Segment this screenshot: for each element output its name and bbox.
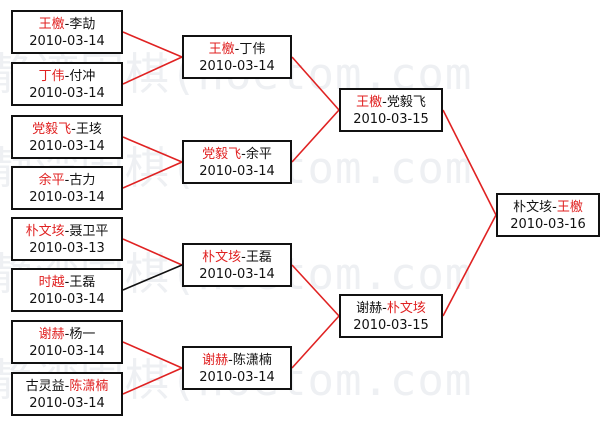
player-1-name: 王檄 bbox=[38, 17, 65, 32]
match-players: 丁伟-付冲 bbox=[38, 69, 96, 84]
player-1-name: 党毅飞 bbox=[202, 147, 242, 162]
final-match-box[interactable]: 朴文垓-王檄 2010-03-16 bbox=[496, 193, 600, 237]
match-players: 党毅飞-王垓 bbox=[32, 122, 102, 137]
winner-link-line bbox=[122, 238, 183, 266]
winner-link-line bbox=[122, 136, 183, 163]
player-2-name: 杨一 bbox=[69, 327, 96, 342]
match-players: 王檄-丁伟 bbox=[208, 42, 266, 57]
match-box[interactable]: 朴文垓-聂卫平 2010-03-13 bbox=[11, 217, 123, 261]
player-1-name: 朴文垓 bbox=[25, 224, 65, 239]
player-1-name: 王檄 bbox=[356, 95, 383, 110]
winner-link-line bbox=[122, 161, 183, 189]
match-box[interactable]: 谢赫-杨一 2010-03-14 bbox=[11, 320, 123, 364]
match-box[interactable]: 党毅飞-王垓 2010-03-14 bbox=[11, 115, 123, 159]
winner-link-line bbox=[122, 341, 183, 369]
match-box[interactable]: 谢赫-陈潇楠 2010-03-14 bbox=[182, 346, 292, 390]
match-players: 王檄-李劼 bbox=[38, 17, 96, 32]
match-players: 朴文垓-王磊 bbox=[202, 250, 272, 265]
player-2-name: 余平 bbox=[245, 147, 272, 162]
player-1-name: 丁伟 bbox=[38, 69, 65, 84]
match-box[interactable]: 丁伟-付冲 2010-03-14 bbox=[11, 62, 123, 106]
match-players: 时越-王磊 bbox=[38, 275, 96, 290]
match-date: 2010-03-14 bbox=[29, 86, 105, 101]
match-date: 2010-03-14 bbox=[29, 139, 105, 154]
player-1-name: 朴文垓 bbox=[513, 200, 553, 215]
match-date: 2010-03-14 bbox=[29, 344, 105, 359]
player-2-name: 李劼 bbox=[69, 17, 96, 32]
match-players: 谢赫-朴文垓 bbox=[356, 301, 426, 316]
match-players: 余平-古力 bbox=[38, 173, 96, 188]
match-players: 王檄-党毅飞 bbox=[356, 95, 426, 110]
player-1-name: 党毅飞 bbox=[32, 122, 72, 137]
match-date: 2010-03-14 bbox=[199, 267, 275, 282]
winner-link-line bbox=[122, 56, 183, 85]
player-2-name: 付冲 bbox=[69, 69, 96, 84]
match-box[interactable]: 时越-王磊 2010-03-14 bbox=[11, 268, 123, 312]
player-1-name: 谢赫 bbox=[38, 327, 65, 342]
player-2-name: 王磊 bbox=[69, 275, 96, 290]
match-date: 2010-03-14 bbox=[29, 292, 105, 307]
link-line bbox=[122, 264, 183, 291]
winner-link-line bbox=[291, 264, 340, 317]
winner-link-line bbox=[122, 367, 183, 395]
player-1-name: 王檄 bbox=[208, 42, 235, 57]
player-2-name: 丁伟 bbox=[239, 42, 266, 57]
winner-link-line bbox=[442, 214, 497, 317]
winner-link-line bbox=[291, 109, 340, 163]
winner-link-line bbox=[442, 109, 497, 216]
match-box[interactable]: 余平-古力 2010-03-14 bbox=[11, 166, 123, 210]
match-players: 朴文垓-王檄 bbox=[513, 200, 583, 215]
player-2-name: 朴文垓 bbox=[386, 301, 426, 316]
player-1-name: 古灵益 bbox=[25, 379, 65, 394]
match-date: 2010-03-15 bbox=[353, 112, 429, 127]
match-date: 2010-03-15 bbox=[353, 318, 429, 333]
match-box[interactable]: 古灵益-陈潇楠 2010-03-14 bbox=[11, 372, 123, 416]
player-2-name: 古力 bbox=[69, 173, 96, 188]
player-2-name: 王檄 bbox=[556, 200, 583, 215]
match-players: 朴文垓-聂卫平 bbox=[25, 224, 109, 239]
match-box[interactable]: 谢赫-朴文垓 2010-03-15 bbox=[339, 294, 443, 338]
match-players: 古灵益-陈潇楠 bbox=[25, 379, 109, 394]
match-players: 谢赫-杨一 bbox=[38, 327, 96, 342]
match-box[interactable]: 王檄-丁伟 2010-03-14 bbox=[182, 35, 292, 79]
match-box[interactable]: 朴文垓-王磊 2010-03-14 bbox=[182, 243, 292, 287]
match-date: 2010-03-16 bbox=[510, 217, 586, 232]
player-1-name: 朴文垓 bbox=[202, 250, 242, 265]
match-date: 2010-03-14 bbox=[29, 34, 105, 49]
match-box[interactable]: 王檄-党毅飞 2010-03-15 bbox=[339, 88, 443, 132]
match-date: 2010-03-14 bbox=[29, 190, 105, 205]
match-date: 2010-03-13 bbox=[29, 241, 105, 256]
winner-link-line bbox=[122, 31, 183, 58]
match-date: 2010-03-14 bbox=[199, 59, 275, 74]
match-players: 谢赫-陈潇楠 bbox=[202, 353, 272, 368]
player-2-name: 聂卫平 bbox=[69, 224, 109, 239]
player-2-name: 党毅飞 bbox=[386, 95, 426, 110]
player-2-name: 陈潇楠 bbox=[69, 379, 109, 394]
player-2-name: 陈潇楠 bbox=[232, 353, 272, 368]
match-date: 2010-03-14 bbox=[199, 164, 275, 179]
player-1-name: 时越 bbox=[38, 275, 65, 290]
match-date: 2010-03-14 bbox=[199, 370, 275, 385]
winner-link-line bbox=[291, 315, 340, 369]
match-players: 党毅飞-余平 bbox=[202, 147, 272, 162]
player-1-name: 谢赫 bbox=[356, 301, 383, 316]
player-1-name: 余平 bbox=[38, 173, 65, 188]
match-box[interactable]: 王檄-李劼 2010-03-14 bbox=[11, 10, 123, 54]
player-2-name: 王垓 bbox=[75, 122, 102, 137]
winner-link-line bbox=[291, 56, 340, 111]
match-date: 2010-03-14 bbox=[29, 396, 105, 411]
match-box[interactable]: 党毅飞-余平 2010-03-14 bbox=[182, 140, 292, 184]
player-1-name: 谢赫 bbox=[202, 353, 229, 368]
player-2-name: 王磊 bbox=[245, 250, 272, 265]
